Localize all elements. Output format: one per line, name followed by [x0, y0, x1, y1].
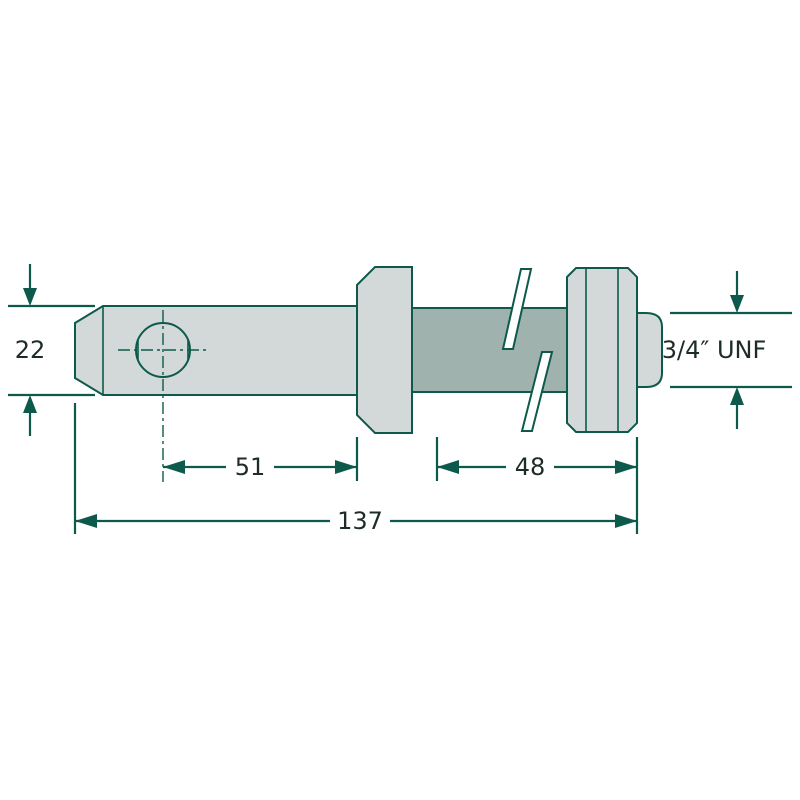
label-overall-length: 137 [337, 507, 383, 535]
part-view [74, 266, 663, 482]
arrow-up-icon [730, 387, 744, 405]
label-thread-length: 48 [515, 453, 546, 481]
label-hole-to-collar: 51 [235, 453, 266, 481]
hex-nut [566, 267, 638, 433]
label-diameter: 22 [15, 336, 46, 364]
arrow-up-icon [23, 395, 37, 413]
dimension-hole-to-collar: 51 [163, 437, 359, 481]
arrow-down-icon [730, 295, 744, 313]
collar [356, 266, 413, 434]
dimension-thread-spec: 3/4″ UNF [662, 271, 792, 429]
label-thread-spec: 3/4″ UNF [662, 336, 767, 364]
arrow-left-icon [163, 460, 185, 474]
dimension-thread-length: 48 [435, 437, 637, 481]
arrow-left-icon [75, 514, 97, 528]
thread-break-mark-lower [520, 351, 554, 432]
dimension-diameter: 22 [8, 264, 95, 436]
thread-break-mark-upper [501, 268, 533, 350]
arrow-right-icon [615, 514, 637, 528]
arrow-right-icon [615, 460, 637, 474]
end-stub [636, 312, 663, 388]
pin-body [74, 305, 358, 396]
arrow-left-icon [437, 460, 459, 474]
arrow-right-icon [335, 460, 357, 474]
dimension-overall-length: 137 [73, 403, 639, 535]
arrow-down-icon [23, 288, 37, 306]
